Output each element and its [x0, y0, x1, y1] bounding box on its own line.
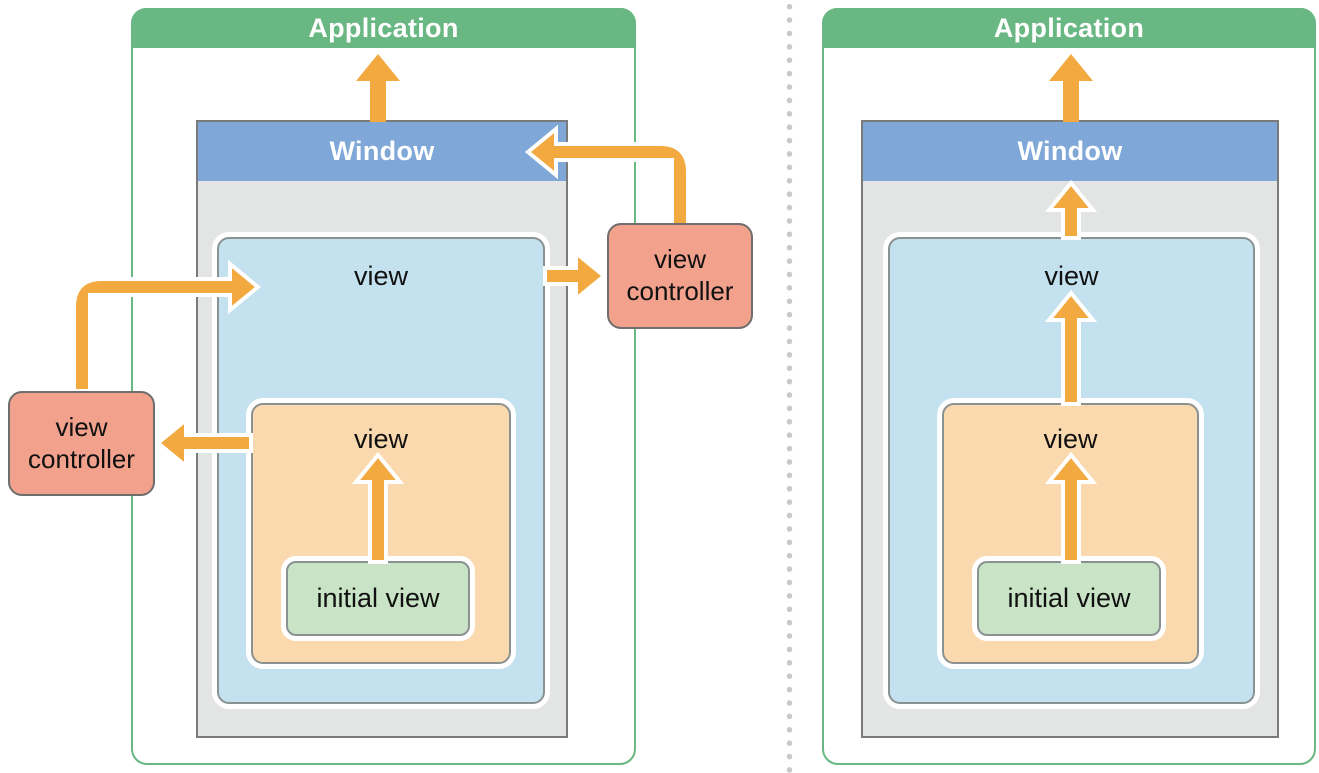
window-label-right: Window: [1017, 136, 1123, 166]
initial-view-box-right: initial view: [977, 561, 1161, 636]
initial-view-label-left: initial view: [316, 583, 440, 613]
view-controller-label-right: view controller: [626, 244, 734, 306]
application-label-left: Application: [308, 12, 459, 43]
window-header-right: Window: [863, 122, 1277, 181]
subview-label-right: view: [1043, 424, 1098, 454]
application-label-right: Application: [993, 12, 1145, 43]
initial-view-box-left: initial view: [286, 561, 470, 636]
subview-label-left: view: [353, 424, 408, 454]
initial-view-label-right: initial view: [1007, 583, 1131, 613]
window-header-left: Window: [198, 122, 566, 181]
application-header-left: Application: [131, 8, 636, 48]
view-label-right: view: [1044, 261, 1099, 291]
application-header-right: Application: [822, 8, 1316, 48]
panel-divider-dotted-line: [786, 0, 793, 773]
view-controller-box-left: view controller: [8, 391, 155, 496]
window-label-left: Window: [329, 136, 435, 166]
view-controller-label-left: view controller: [28, 411, 135, 474]
view-label-left: view: [353, 261, 408, 291]
view-controller-box-right: view controller: [607, 223, 753, 329]
